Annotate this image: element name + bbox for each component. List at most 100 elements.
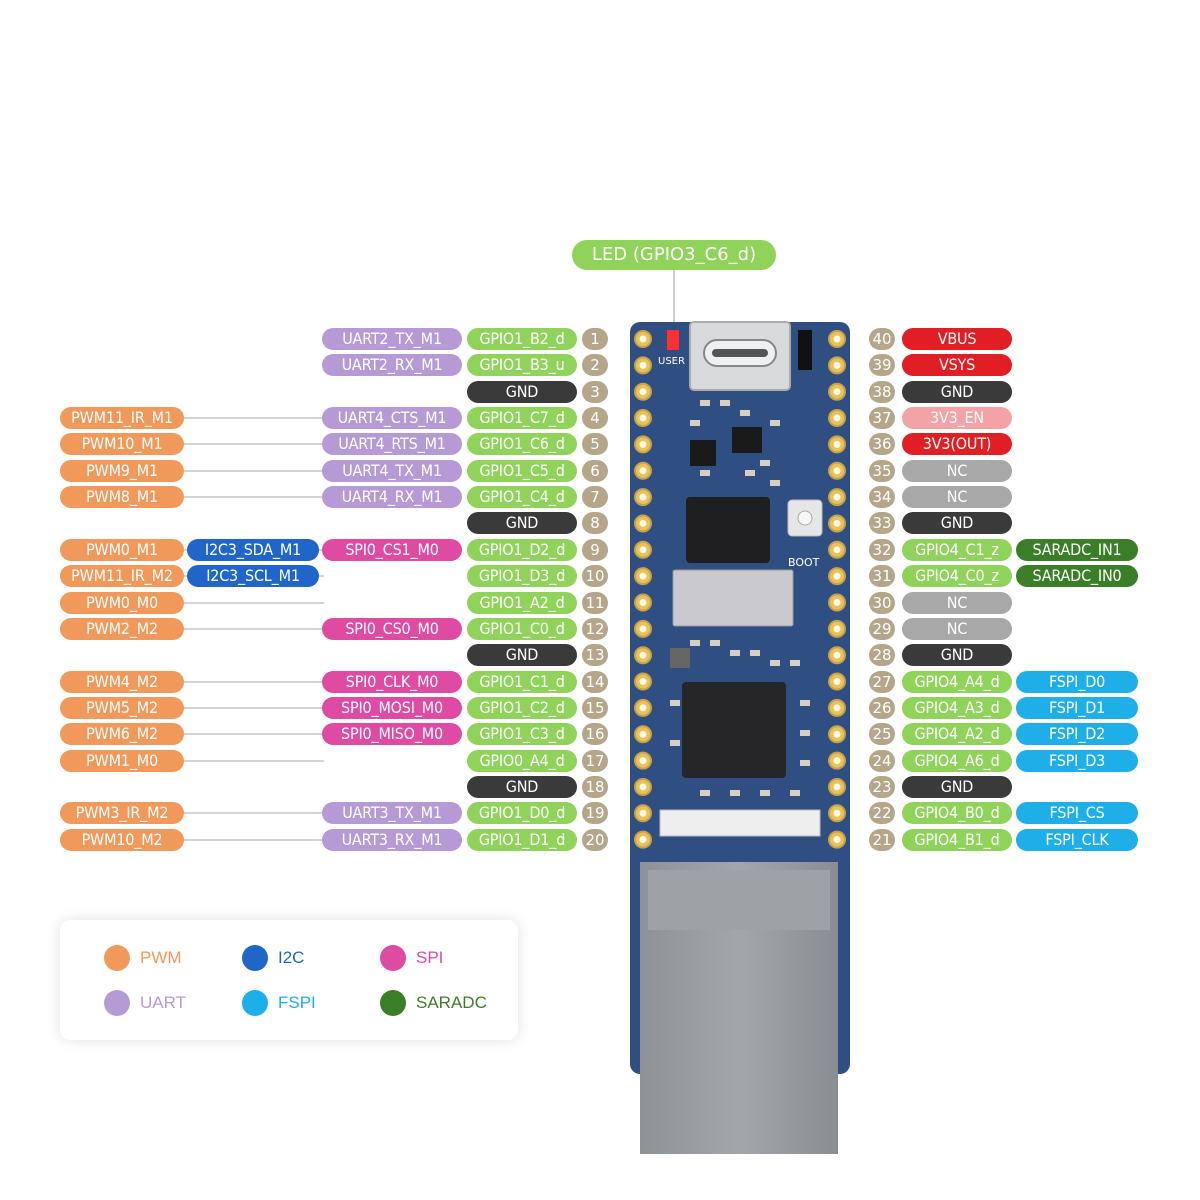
pin-number: 35 <box>869 459 895 482</box>
gpio-pin-label: GPIO4_C1_z <box>902 538 1012 561</box>
legend-label: SPI <box>416 948 444 967</box>
user-led <box>667 330 679 350</box>
legend-item-i2c: I2C <box>242 945 304 971</box>
pin-number: 23 <box>869 775 895 798</box>
fspi-function-label: FSPI_D3 <box>1016 749 1138 772</box>
gpio-pin-label: GPIO0_A4_d <box>467 749 577 772</box>
gpio-pin-label: GPIO1_C7_d <box>467 407 577 430</box>
gpio-pin-label: GPIO1_C0_d <box>467 617 577 640</box>
pin-number: 5 <box>582 433 608 456</box>
uart-function-label: UART4_TX_M1 <box>322 459 462 482</box>
pin-number: 34 <box>869 486 895 509</box>
gnd-pin-label: GND <box>467 775 577 798</box>
fpc-connector <box>659 809 821 837</box>
pin-number: 36 <box>869 433 895 456</box>
legend-item-saradc: SARADC <box>380 990 487 1016</box>
sd-slot <box>672 569 794 627</box>
pin-number: 20 <box>582 828 608 851</box>
legend-swatch <box>242 945 268 971</box>
gpio-pin-label: GPIO1_D0_d <box>467 802 577 825</box>
pin-connector-line <box>184 496 324 499</box>
gpio-pin-label: GPIO4_A4_d <box>902 670 1012 693</box>
gnd-pin-label: GND <box>902 512 1012 535</box>
gpio-pin-label: GPIO4_B0_d <box>902 802 1012 825</box>
user-label: USER <box>658 356 685 367</box>
nc-pin-label: NC <box>902 617 1012 640</box>
gnd-pin-label: GND <box>467 644 577 667</box>
gpio-pin-label: GPIO1_D2_d <box>467 538 577 561</box>
power-pin-label: 3V3(OUT) <box>902 433 1012 456</box>
pin-number: 19 <box>582 802 608 825</box>
pin-number: 8 <box>582 512 608 535</box>
uart-function-label: UART2_TX_M1 <box>322 328 462 350</box>
saradc-function-label: SARADC_IN1 <box>1016 538 1138 561</box>
pin-number: 14 <box>582 670 608 693</box>
boot-label: BOOT <box>788 556 820 569</box>
legend-item-uart: UART <box>104 990 186 1016</box>
spi-function-label: SPI0_MOSI_M0 <box>322 696 462 719</box>
gpio-pin-label: GPIO1_C3_d <box>467 723 577 746</box>
pwm-function-label: PWM9_M1 <box>60 459 184 482</box>
pin-connector-line <box>184 469 324 472</box>
legend-swatch <box>242 990 268 1016</box>
pin-number: 3 <box>582 380 608 403</box>
pin-number: 29 <box>869 617 895 640</box>
pin-number: 27 <box>869 670 895 693</box>
uart-function-label: UART4_CTS_M1 <box>322 407 462 430</box>
pwm-function-label: PWM8_M1 <box>60 486 184 509</box>
pwm-function-label: PWM11_IR_M2 <box>60 565 184 588</box>
legend-swatch <box>104 990 130 1016</box>
gpio-pin-label: GPIO1_B2_d <box>467 328 577 350</box>
pin-number: 22 <box>869 802 895 825</box>
pin-connector-line <box>184 733 324 736</box>
gpio-pin-label: GPIO1_A2_d <box>467 591 577 614</box>
gpio-pin-label: GPIO4_A3_d <box>902 696 1012 719</box>
pin-number: 15 <box>582 696 608 719</box>
legend-label: UART <box>140 993 186 1012</box>
pin-number: 13 <box>582 644 608 667</box>
i2c-function-label: I2C3_SCL_M1 <box>187 565 319 588</box>
pwm-function-label: PWM6_M2 <box>60 723 184 746</box>
gnd-pin-label: GND <box>467 512 577 535</box>
uart-function-label: UART4_RTS_M1 <box>322 433 462 456</box>
gnd-pin-label: GND <box>467 380 577 403</box>
pin-number: 37 <box>869 407 895 430</box>
pin-number: 39 <box>869 354 895 377</box>
fspi-function-label: FSPI_CLK <box>1016 828 1138 851</box>
pwm-function-label: PWM10_M2 <box>60 828 184 851</box>
pin-connector-line <box>184 706 324 709</box>
legend-swatch <box>380 990 406 1016</box>
legend-swatch <box>104 945 130 971</box>
legend-swatch <box>380 945 406 971</box>
gpio-pin-label: GPIO1_C4_d <box>467 486 577 509</box>
led-leader-line <box>673 270 675 328</box>
pin-number: 40 <box>869 328 895 350</box>
pwm-function-label: PWM0_M0 <box>60 591 184 614</box>
pin-number: 32 <box>869 538 895 561</box>
pwm-function-label: PWM1_M0 <box>60 749 184 772</box>
legend-label: PWM <box>140 948 182 967</box>
pin-connector-line <box>184 443 324 446</box>
pin-number: 25 <box>869 723 895 746</box>
pin-connector-line <box>184 417 324 420</box>
pin-number: 2 <box>582 354 608 377</box>
en-pin-label: 3V3_EN <box>902 407 1012 430</box>
legend-item-spi: SPI <box>380 945 443 971</box>
pin-number: 24 <box>869 749 895 772</box>
led-label: LED (GPIO3_C6_d) <box>572 240 776 270</box>
pin-number: 28 <box>869 644 895 667</box>
gpio-pin-label: GPIO4_A2_d <box>902 723 1012 746</box>
pin-number: 11 <box>582 591 608 614</box>
nc-pin-label: NC <box>902 459 1012 482</box>
gpio-pin-label: GPIO4_C0_z <box>902 565 1012 588</box>
gnd-pin-label: GND <box>902 775 1012 798</box>
pin-connector-line <box>184 838 324 841</box>
fspi-function-label: FSPI_D1 <box>1016 696 1138 719</box>
fspi-function-label: FSPI_D2 <box>1016 723 1138 746</box>
pin-number: 18 <box>582 775 608 798</box>
pin-number: 26 <box>869 696 895 719</box>
pwm-function-label: PWM4_M2 <box>60 670 184 693</box>
i2c-function-label: I2C3_SDA_M1 <box>187 538 319 561</box>
